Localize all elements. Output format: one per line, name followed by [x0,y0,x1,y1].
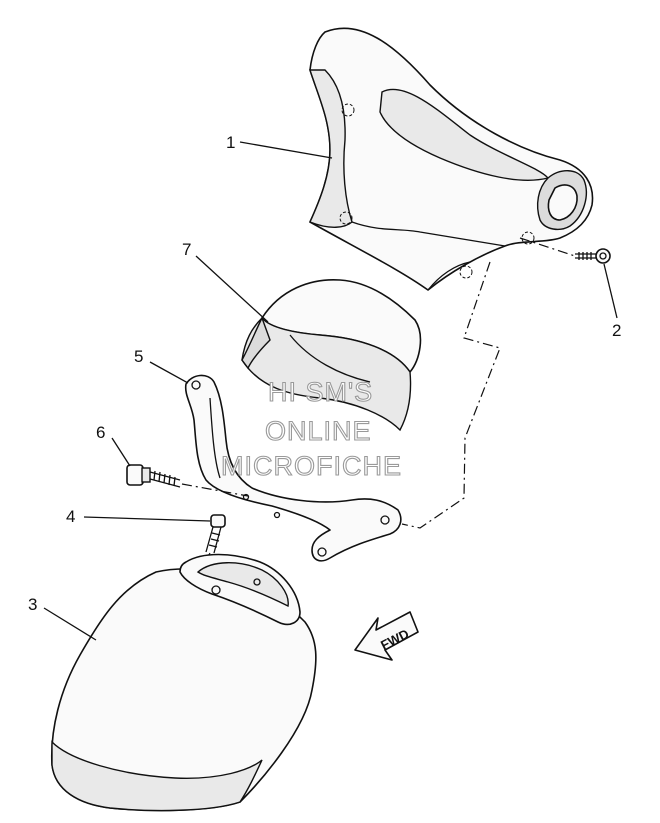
leader-line-1 [239,141,333,159]
leader-line-2 [603,263,618,319]
callout-5: 5 [134,347,143,366]
callout-3: 3 [28,595,37,614]
fwd-arrow-icon: FWD [354,611,419,661]
leader-line-4 [83,516,211,522]
watermark-line-1: HI SM'S [268,377,373,407]
part-2-screw[interactable] [575,248,611,264]
callout-1: 1 [226,133,235,152]
callout-6: 6 [96,423,105,442]
part-5-bracket[interactable] [184,374,402,562]
leader-line-6 [111,437,131,467]
assembly-line-1-to-5 [401,261,501,529]
watermark-line-3: MICROFICHE [221,451,402,481]
callout-2: 2 [612,321,621,340]
leader-line-5 [149,361,189,384]
watermark-line-2: ONLINE [265,416,372,446]
callout-4: 4 [66,507,75,526]
part-7-cover-panel[interactable] [241,279,422,432]
part-3-front-cover[interactable] [50,553,317,812]
part-1-handlebar-cover[interactable] [309,27,594,291]
callout-7: 7 [182,240,191,259]
assembly-line-2-to-1 [519,237,576,257]
leader-line-7 [195,255,269,323]
part-6-bolt[interactable] [126,464,249,497]
leader-line-3 [43,607,97,641]
